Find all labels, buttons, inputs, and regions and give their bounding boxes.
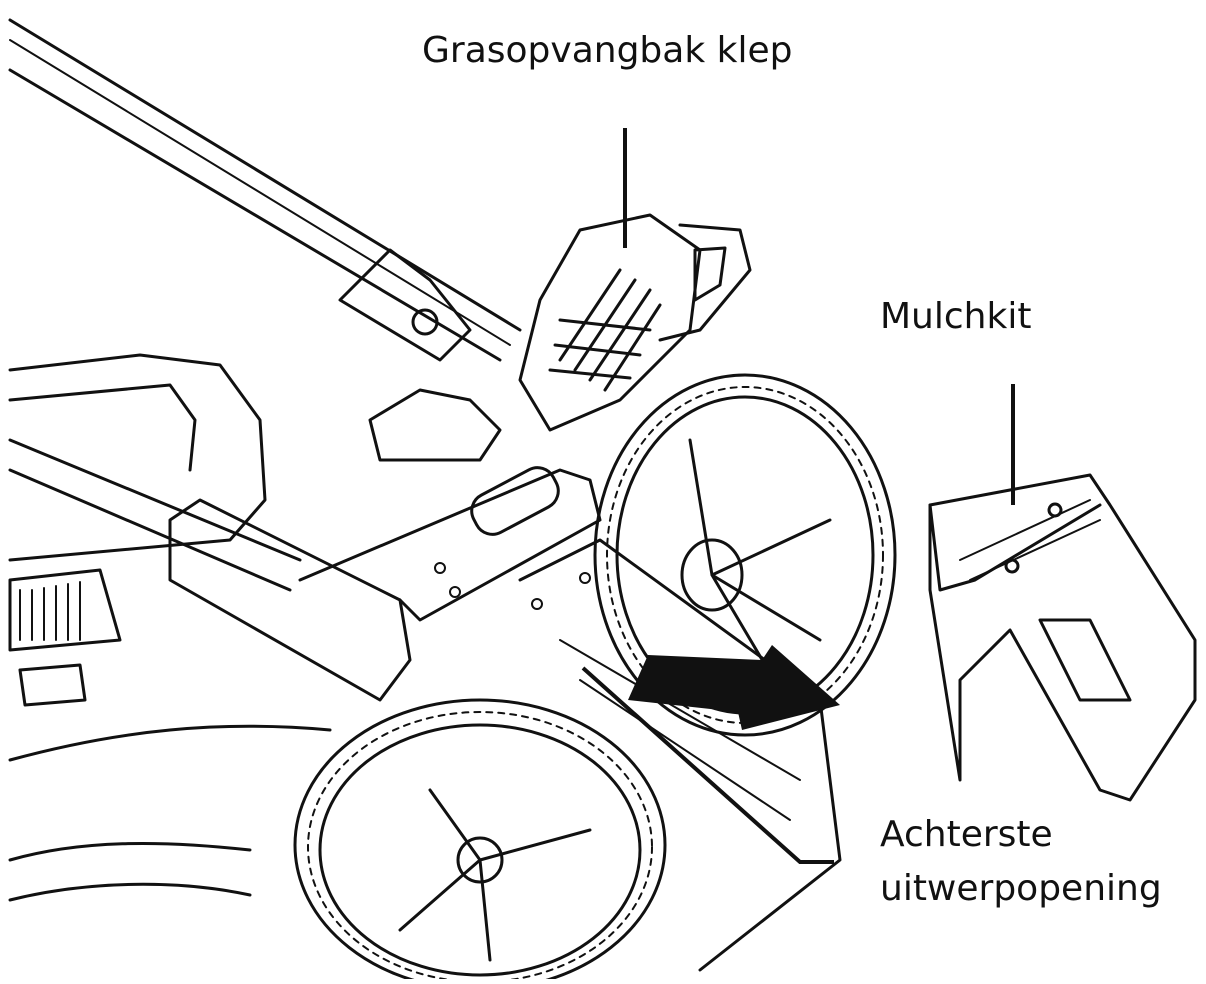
label-rear-discharge-line2: uitwerpopening bbox=[880, 868, 1162, 909]
label-rear-discharge: Achterste uitwerpopening bbox=[880, 808, 1162, 916]
mulch-kit bbox=[928, 473, 1197, 802]
label-mulch-kit: Mulchkit bbox=[880, 296, 1032, 337]
label-rear-discharge-line1: Achterste bbox=[880, 814, 1053, 855]
lower-handle bbox=[8, 438, 602, 702]
label-grass-bag-flap: Grasopvangbak klep bbox=[422, 30, 793, 71]
motor-housing bbox=[8, 353, 267, 707]
handle-bar bbox=[8, 18, 522, 362]
discharge-arrow bbox=[628, 645, 840, 730]
leader-rear-discharge bbox=[581, 666, 834, 864]
mower-deck bbox=[8, 724, 332, 902]
grass-bag-flap bbox=[518, 213, 752, 432]
front-wheel bbox=[293, 698, 667, 984]
